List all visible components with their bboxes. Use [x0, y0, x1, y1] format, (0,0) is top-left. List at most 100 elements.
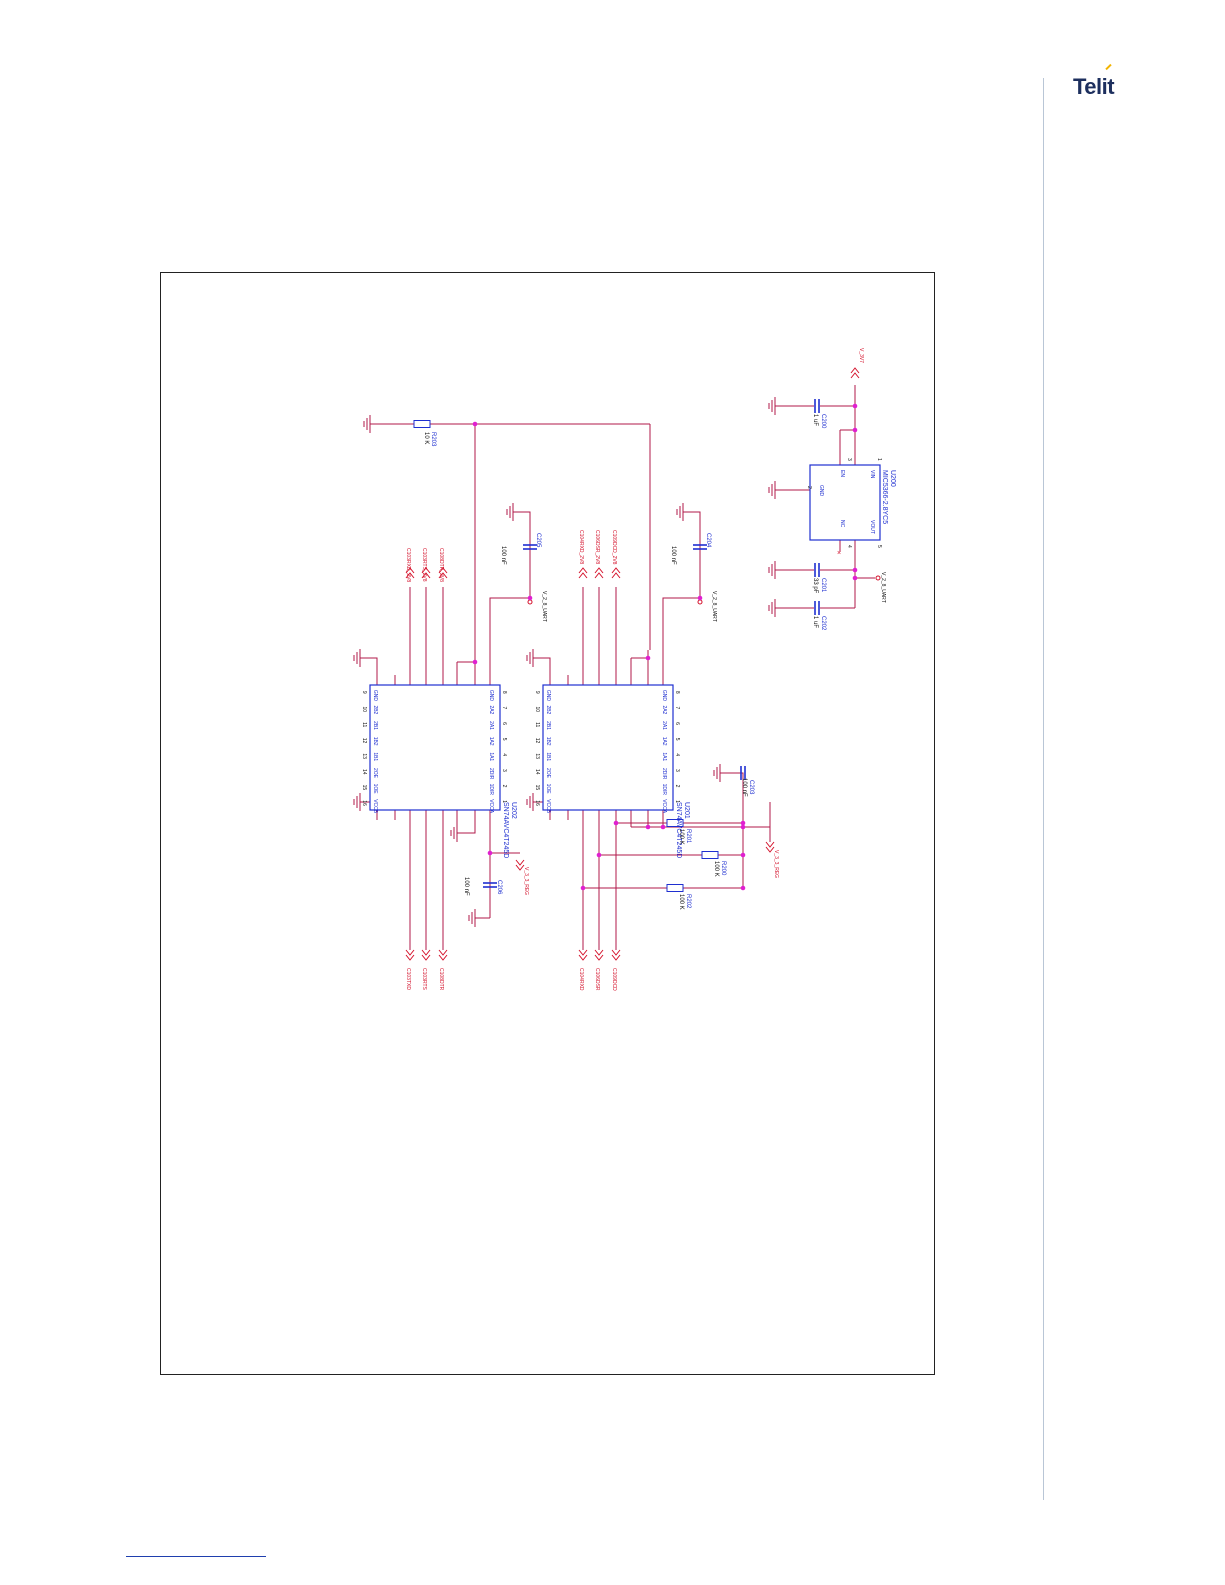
junction-dot [852, 427, 858, 433]
c204-ground-wire [683, 511, 701, 526]
u201-pin-num: 6 [674, 722, 680, 725]
u202-top-net-label: C103RXD_2V8 [405, 548, 411, 582]
chevron [421, 949, 431, 956]
u200-pin-num: 5 [876, 545, 882, 548]
junction-dot [852, 575, 858, 581]
c205-capacitor [523, 544, 537, 550]
c200-capacitor [814, 399, 820, 413]
u202-pin-num: 9 [361, 691, 367, 694]
parts-layer [353, 367, 881, 961]
c206-ground [468, 909, 476, 927]
u201-pin-num: 2 [674, 785, 680, 788]
u201-bottom-port [611, 949, 621, 961]
u202-pin-num: 8 [501, 691, 507, 694]
c201-value: 33 pF [812, 578, 818, 594]
chevron [438, 572, 448, 579]
c200-ref: C200 [820, 414, 826, 429]
u202-pin-num: 11 [361, 722, 367, 727]
chevron [765, 846, 775, 853]
chevron [438, 954, 448, 961]
u202-vccb-wire [489, 597, 530, 675]
u200-pin-num: 3 [846, 458, 852, 461]
u202-pin-num: 3 [501, 769, 507, 772]
junction-dot [740, 885, 746, 891]
u201-pin-num: 12 [534, 738, 540, 744]
c201-capacitor [814, 563, 820, 577]
u201-bottom-ground [526, 793, 534, 811]
c205-ground-wire [513, 511, 531, 526]
v28-out-label: V_2_8_UART [880, 572, 886, 603]
u200-pin-num: 2 [806, 486, 812, 489]
u201-pin-num: 5 [674, 738, 680, 741]
c206-ref: C206 [496, 880, 502, 895]
u201-pin-name: VCCA [661, 799, 667, 814]
u201-pin-name: 1B1 [545, 752, 551, 761]
u202-pin-name: 1DIR [488, 784, 494, 796]
u202-pin-name: 2A2 [488, 705, 494, 714]
u202-pin-name: GND [488, 690, 494, 702]
chevron [611, 949, 621, 956]
u201-vccb-wire [662, 597, 700, 675]
c203-ref: C203 [748, 780, 754, 795]
u201-pin-name: 1DIR [661, 784, 667, 796]
u202-top-net-label: C103RTS_2V8 [421, 548, 427, 582]
junction-dot [697, 595, 703, 601]
u202-top-net-label: C108DTR_2V8 [438, 548, 444, 582]
u201-bottom-net-label: C109DCD [611, 968, 617, 991]
junction-dot [645, 824, 651, 830]
v28-uart-port-2 [697, 599, 703, 605]
chevron [405, 567, 415, 574]
u202-pin-name: 1B2 [372, 737, 378, 746]
u200-body [809, 464, 881, 541]
u201-top-net-label: C109DCD_2V8 [611, 530, 617, 565]
u202-dir-ground [450, 824, 458, 842]
u200-pin-num: 1 [876, 458, 882, 461]
v3v7-port [850, 367, 860, 379]
footer-link-underline[interactable] [126, 1556, 266, 1557]
v28-uart-label: V_2_8_UART [541, 591, 547, 622]
u202-pin-name: 1OE [372, 784, 378, 795]
u201-body [542, 684, 674, 811]
chevron [578, 572, 588, 579]
u201-pin-num: 13 [534, 753, 540, 759]
u202-pin-num: 12 [361, 738, 367, 744]
u202-pin-name: 2A1 [488, 721, 494, 730]
chevron [594, 567, 604, 574]
u202-top-port [405, 567, 415, 579]
brand-text: Telit [1073, 74, 1115, 99]
r203-ground [363, 415, 371, 433]
v33-label-u201: V_3_3_REG [773, 850, 779, 878]
u201-pin-name: 2B2 [545, 705, 551, 714]
u202-pin-num: 13 [361, 753, 367, 759]
junction-dot [852, 403, 858, 409]
u200-ref: U200 [889, 470, 896, 487]
junction-dot [580, 885, 586, 891]
u201-top-port [594, 567, 604, 579]
u202-pin-num: 15 [361, 785, 367, 791]
c202-ref: C202 [820, 616, 826, 631]
chevron [765, 841, 775, 848]
junction-dot [740, 824, 746, 830]
u202-pin-name: 2B2 [372, 705, 378, 714]
u202-dir-wire [456, 820, 476, 834]
junction-dot [852, 567, 858, 573]
u202-pin-num: 7 [501, 706, 507, 709]
u201-pin-name: VCCB [545, 799, 551, 814]
junctions-layer [472, 403, 858, 891]
u202-bottom-port [438, 949, 448, 961]
u200-pin-name: EN [839, 470, 845, 477]
u201-bottom-net-label: C104RXD [578, 968, 584, 991]
u202-top-port [421, 567, 431, 579]
r202-resistor [666, 884, 684, 892]
chevron [515, 859, 525, 866]
u202-top-port [438, 567, 448, 579]
u202-bottom-net-label: C108DTR [438, 968, 444, 991]
chevron [594, 572, 604, 579]
r201-resistor [666, 819, 684, 827]
u201-gnd-wire [533, 657, 551, 675]
chevron [611, 572, 621, 579]
r202-ref: R202 [685, 894, 691, 909]
u202-part: SN74AVC4T245D [502, 802, 509, 858]
u201-pin-num: 4 [674, 753, 680, 756]
